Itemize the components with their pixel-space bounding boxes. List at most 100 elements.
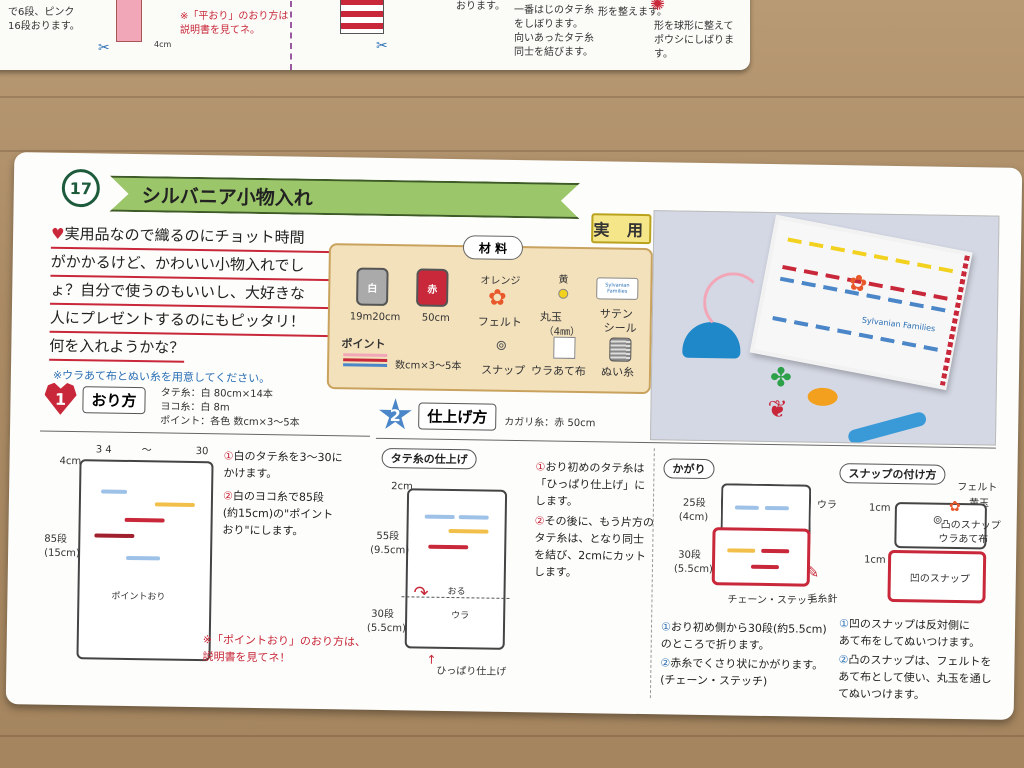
kagari-diagram-bottom bbox=[711, 527, 811, 587]
weaving-diagram-1: ポイントおり bbox=[76, 459, 214, 662]
red-yarn-size: 50cm bbox=[421, 312, 450, 324]
dia1-4cm: 4cm bbox=[59, 455, 82, 468]
dia3-30cm: (5.5cm) bbox=[673, 563, 713, 576]
flower-felt-icon: ✿ bbox=[487, 285, 507, 311]
orange-label: オレンジ bbox=[480, 275, 521, 288]
satin-seal-icon: Sylvanian Families bbox=[596, 277, 639, 300]
materials-title: 材 料 bbox=[462, 235, 524, 261]
product-photo: ✿ Sylvanian Families ✤ ❦ bbox=[649, 210, 1000, 446]
prev-shape: 形を整えます。 bbox=[598, 7, 667, 18]
snap-icon: ⊚ bbox=[495, 337, 508, 354]
green-charm: ✤ bbox=[769, 363, 792, 394]
dia4-convex: 凸のスナップ bbox=[940, 519, 1001, 532]
step2-spec: カガリ糸：赤 50cm bbox=[504, 416, 596, 430]
striped-pouch-illustration bbox=[340, 0, 384, 34]
heart-icon: ♥ bbox=[50, 224, 65, 243]
dia3-25cm: (4cm) bbox=[678, 511, 709, 524]
point-yarn-blue bbox=[343, 363, 388, 367]
kagari-inst1: ①おり初め側から30段(約5.5cm)のところで折ります。 bbox=[660, 620, 827, 653]
prev-dim: 4cm bbox=[154, 40, 172, 49]
step1-spec-point: ポイント：各色 数cm×3～5本 bbox=[160, 415, 300, 429]
category-tag: 実 用 bbox=[591, 213, 652, 245]
pull-arrow-icon: ↑ bbox=[426, 652, 437, 667]
point-size: 数cm×3～5本 bbox=[395, 360, 462, 373]
pompom-icon: ✺ bbox=[650, 0, 666, 15]
intro-text: ♥実用品なので織るのにチョット時間 がかかるけど、かわいい小物入れでし ょ？自分… bbox=[49, 220, 342, 366]
red-yarn-spool: 赤 bbox=[416, 268, 449, 307]
dia2-30: 30段 bbox=[371, 608, 395, 621]
snap-label: スナップ bbox=[480, 363, 526, 378]
hair-clip bbox=[846, 410, 928, 446]
step2-number: 2 bbox=[378, 398, 413, 433]
needle-icon: ✎ bbox=[805, 562, 820, 582]
dia4-1cm-a: 1cm bbox=[868, 502, 891, 514]
yellow-label: 黄 bbox=[558, 274, 569, 286]
point-label: ポイント bbox=[341, 337, 386, 351]
dia2-30cm: (5.5cm) bbox=[366, 622, 406, 635]
lining-fabric-icon bbox=[553, 336, 576, 359]
prev-text-mid: おります。 bbox=[456, 1, 505, 12]
step1-label: おり方 bbox=[82, 385, 146, 414]
prev-note-hiraori: ※「平おり」のおり方は説明書を見てネ。 bbox=[180, 11, 289, 36]
dia1-top-mid: ～ bbox=[141, 445, 152, 457]
felt-label: フェルト bbox=[477, 315, 522, 330]
dia2-ura: ウラ bbox=[451, 611, 470, 622]
dia3-needle: 毛糸針 bbox=[807, 593, 838, 606]
candy-charm bbox=[807, 387, 838, 407]
step1-inst2: ②白のヨコ糸で85段(約15cm)の"ポイントおり"にします。 bbox=[222, 489, 334, 538]
dia3-chain: チェーン・ステッチ bbox=[727, 594, 818, 607]
snap-inst2: ②凸のスナップは、フェルトをあて布として使い、丸玉を通してぬいつけます。 bbox=[837, 653, 992, 702]
dia4-felt: フェルト bbox=[957, 481, 998, 494]
card-number: 17 bbox=[61, 168, 101, 208]
prev-step3: 向いあったタテ糸同士を結びます。 bbox=[514, 33, 594, 58]
step1-header: 1 おり方 bbox=[44, 383, 146, 417]
sub-tate-finish: タテ糸の仕上げ bbox=[381, 447, 477, 470]
step1-inst1: ①白のタテ糸を3～30にかけます。 bbox=[223, 449, 343, 481]
step1-spec-yoko: ヨコ糸：白 8m bbox=[160, 401, 230, 414]
step2-header: 2 仕上げ方 bbox=[378, 398, 497, 434]
sewing-thread-label: ぬい糸 bbox=[600, 365, 635, 379]
step2-inst2: ②その後に、もう片方のタテ糸は、となり同士を結び、2cmにカットします。 bbox=[533, 514, 654, 580]
point-yarn-red bbox=[343, 358, 388, 362]
pompom-size: （4㎜） bbox=[543, 326, 581, 339]
step1-number: 1 bbox=[44, 383, 76, 415]
white-yarn-spool: 白 bbox=[356, 267, 389, 307]
fold-arrow-icon: ↷ bbox=[413, 582, 429, 604]
sub-snap: スナップの付け方 bbox=[839, 463, 946, 485]
prev-step2: 一番はじのタテ糸をしぼります。 bbox=[514, 5, 594, 30]
finish-diagram: おる ウラ ↷ bbox=[401, 488, 510, 650]
materials-box: 材 料 白 19m20cm 赤 50cm オレンジ ✿ フェルト 黄 丸玉 （4… bbox=[326, 235, 653, 395]
dia4-1cm-b: 1cm bbox=[864, 554, 886, 566]
sub-kagari: かがり bbox=[663, 458, 715, 480]
dia1-top-left: 3 4 bbox=[95, 444, 112, 456]
scissors-icon: ✂ bbox=[98, 40, 110, 56]
pouch-seal-label: Sylvanian Families bbox=[861, 315, 936, 334]
dia2-bottom: ひっぱり仕上げ bbox=[436, 665, 507, 678]
dia2-55: 55段 bbox=[376, 530, 400, 543]
dia4-concave: 凹のスナップ bbox=[909, 573, 970, 586]
instruction-card: 17 シルバニア小物入れ 実 用 ♥実用品なので織るのにチョット時間 がかかるけ… bbox=[5, 152, 1023, 720]
dia4-lining: ウラあて布 bbox=[938, 533, 989, 546]
thread-spool-icon bbox=[609, 337, 632, 362]
dia3-30: 30段 bbox=[678, 549, 701, 561]
satin-seal-label-2: シール bbox=[603, 321, 637, 335]
dia2-55cm: (9.5cm) bbox=[370, 544, 410, 557]
step2-inst1: ①おり初めのタテ糸は「ひっぱり仕上げ」にします。 bbox=[534, 460, 646, 509]
point-yarn-pink bbox=[343, 353, 388, 357]
bow-charm: ❦ bbox=[767, 394, 788, 424]
dia1-rows: 85段 bbox=[44, 533, 68, 545]
dia1-rows-cm: (15cm) bbox=[44, 547, 80, 560]
pink-pouch-illustration bbox=[116, 0, 142, 42]
prev-step4: 形を球形に整えてポウシにしばります。 bbox=[654, 21, 734, 60]
lining-label: ウラあて布 bbox=[530, 364, 586, 379]
white-yarn-size: 19m20cm bbox=[349, 311, 401, 324]
dia3-25: 25段 bbox=[682, 497, 706, 510]
step1-note: ※「ポイントおり」のおり方は、説明書を見てネ！ bbox=[202, 633, 367, 665]
step2-label: 仕上げ方 bbox=[418, 401, 497, 431]
card-title: シルバニア小物入れ bbox=[109, 176, 580, 219]
dia3-ura: ウラ bbox=[816, 499, 838, 512]
scissors-icon: ✂ bbox=[376, 38, 388, 54]
dia1-top-right: 30 bbox=[195, 446, 209, 458]
